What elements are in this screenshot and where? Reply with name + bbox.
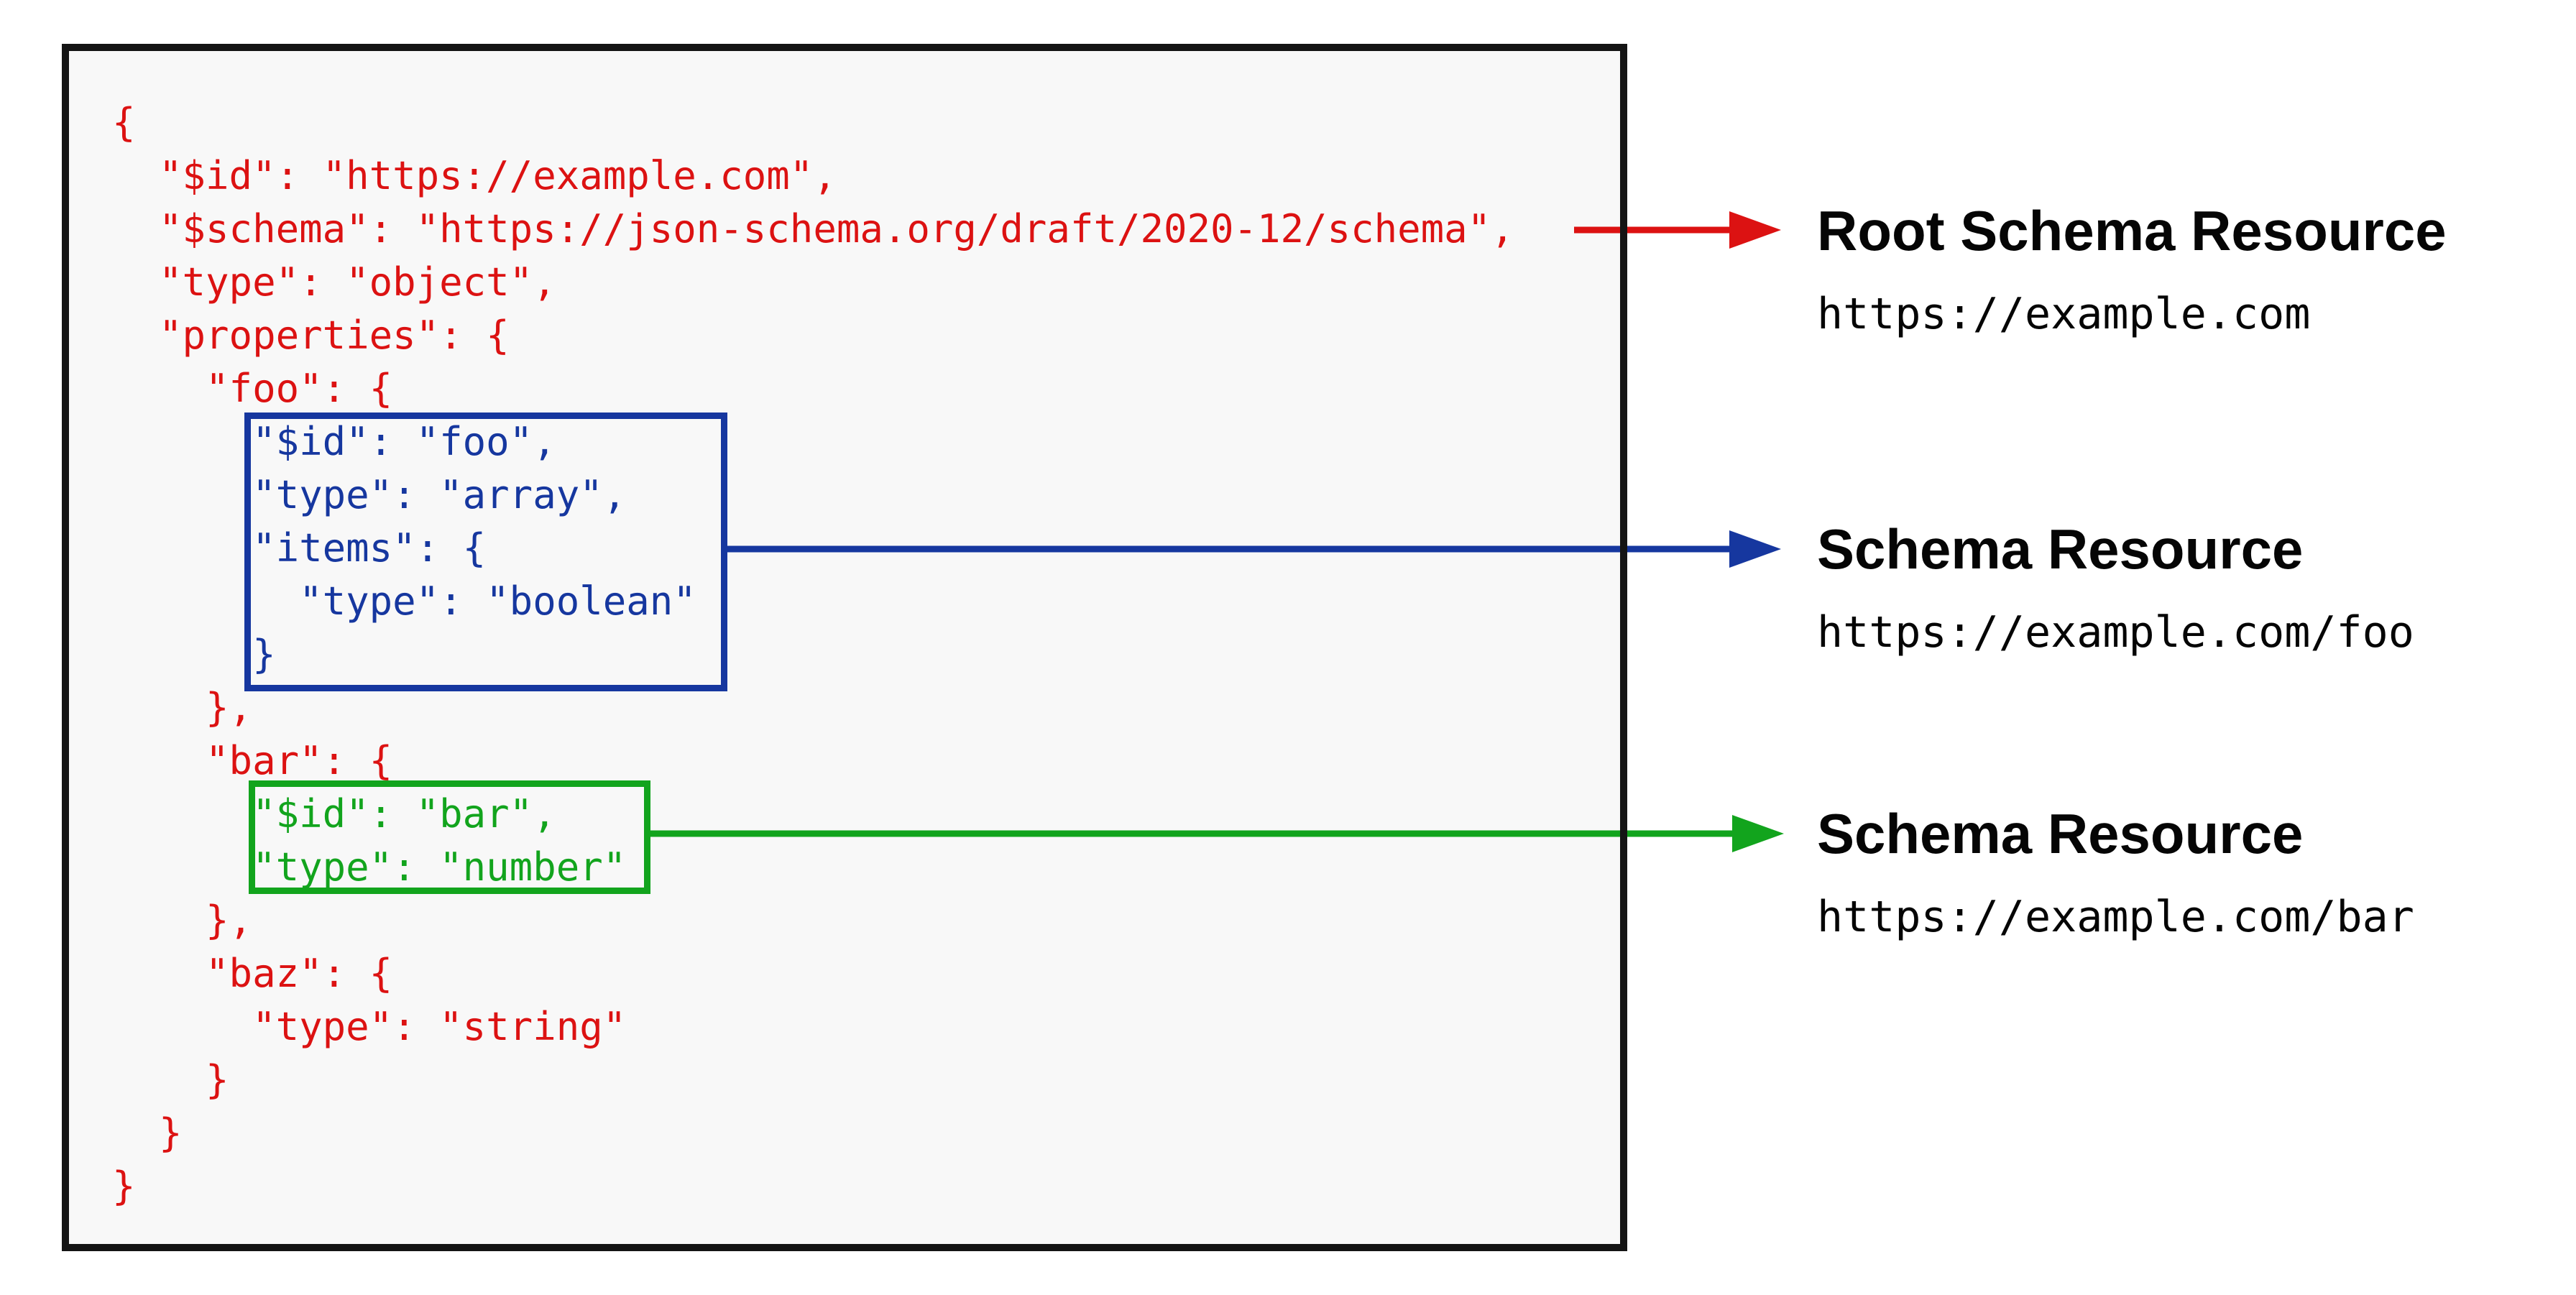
code-line: "type": "string" bbox=[112, 1004, 627, 1049]
annotation-foo-schema: Schema Resource https://example.com/foo bbox=[1817, 516, 2414, 658]
code-line: "baz": { bbox=[112, 951, 393, 996]
code-line: "$id": "https://example.com", bbox=[112, 153, 837, 198]
code-line: } bbox=[112, 632, 276, 677]
code-line: }, bbox=[112, 898, 253, 943]
code-line: "type": "object", bbox=[112, 259, 556, 305]
annotation-title: Schema Resource bbox=[1817, 802, 2304, 865]
bar-schema-highlight-box bbox=[249, 780, 650, 894]
bar-schema-arrow bbox=[645, 815, 1784, 852]
annotation-url: https://example.com/bar bbox=[1817, 892, 2414, 942]
code-line: } bbox=[112, 1163, 136, 1209]
code-lines: { "$id": "https://example.com", "$schema… bbox=[112, 96, 1514, 1213]
root-schema-arrow bbox=[1574, 211, 1781, 249]
code-line: "items": { bbox=[112, 525, 487, 571]
code-line: "$schema": "https://json-schema.org/draf… bbox=[112, 206, 1514, 252]
code-line: "properties": { bbox=[112, 313, 510, 358]
code-line: { bbox=[112, 100, 136, 145]
code-line: } bbox=[112, 1110, 183, 1156]
annotation-url: https://example.com/foo bbox=[1817, 607, 2414, 658]
code-line: "type": "array", bbox=[112, 472, 627, 517]
annotation-url: https://example.com bbox=[1817, 289, 2311, 339]
arrow-head bbox=[1729, 211, 1781, 249]
code-line: "$id": "foo", bbox=[112, 419, 556, 464]
code-line: } bbox=[112, 1057, 229, 1102]
code-line: "$id": "bar", bbox=[112, 791, 556, 837]
code-line: }, bbox=[112, 685, 253, 730]
arrow-head bbox=[1732, 815, 1784, 852]
foo-schema-arrow bbox=[722, 530, 1781, 568]
schema-code-panel bbox=[62, 44, 1627, 1251]
annotation-title: Root Schema Resource bbox=[1817, 199, 2447, 262]
code-line: "type": "boolean" bbox=[112, 579, 696, 624]
annotation-bar-schema: Schema Resource https://example.com/bar bbox=[1817, 801, 2414, 942]
annotation-title: Schema Resource bbox=[1817, 517, 2304, 581]
code-line: "foo": { bbox=[112, 366, 393, 411]
arrow-head bbox=[1729, 530, 1781, 568]
code-line: "type": "number" bbox=[112, 844, 627, 890]
annotation-root-schema: Root Schema Resource https://example.com bbox=[1817, 198, 2447, 339]
code-line: "bar": { bbox=[112, 738, 393, 783]
